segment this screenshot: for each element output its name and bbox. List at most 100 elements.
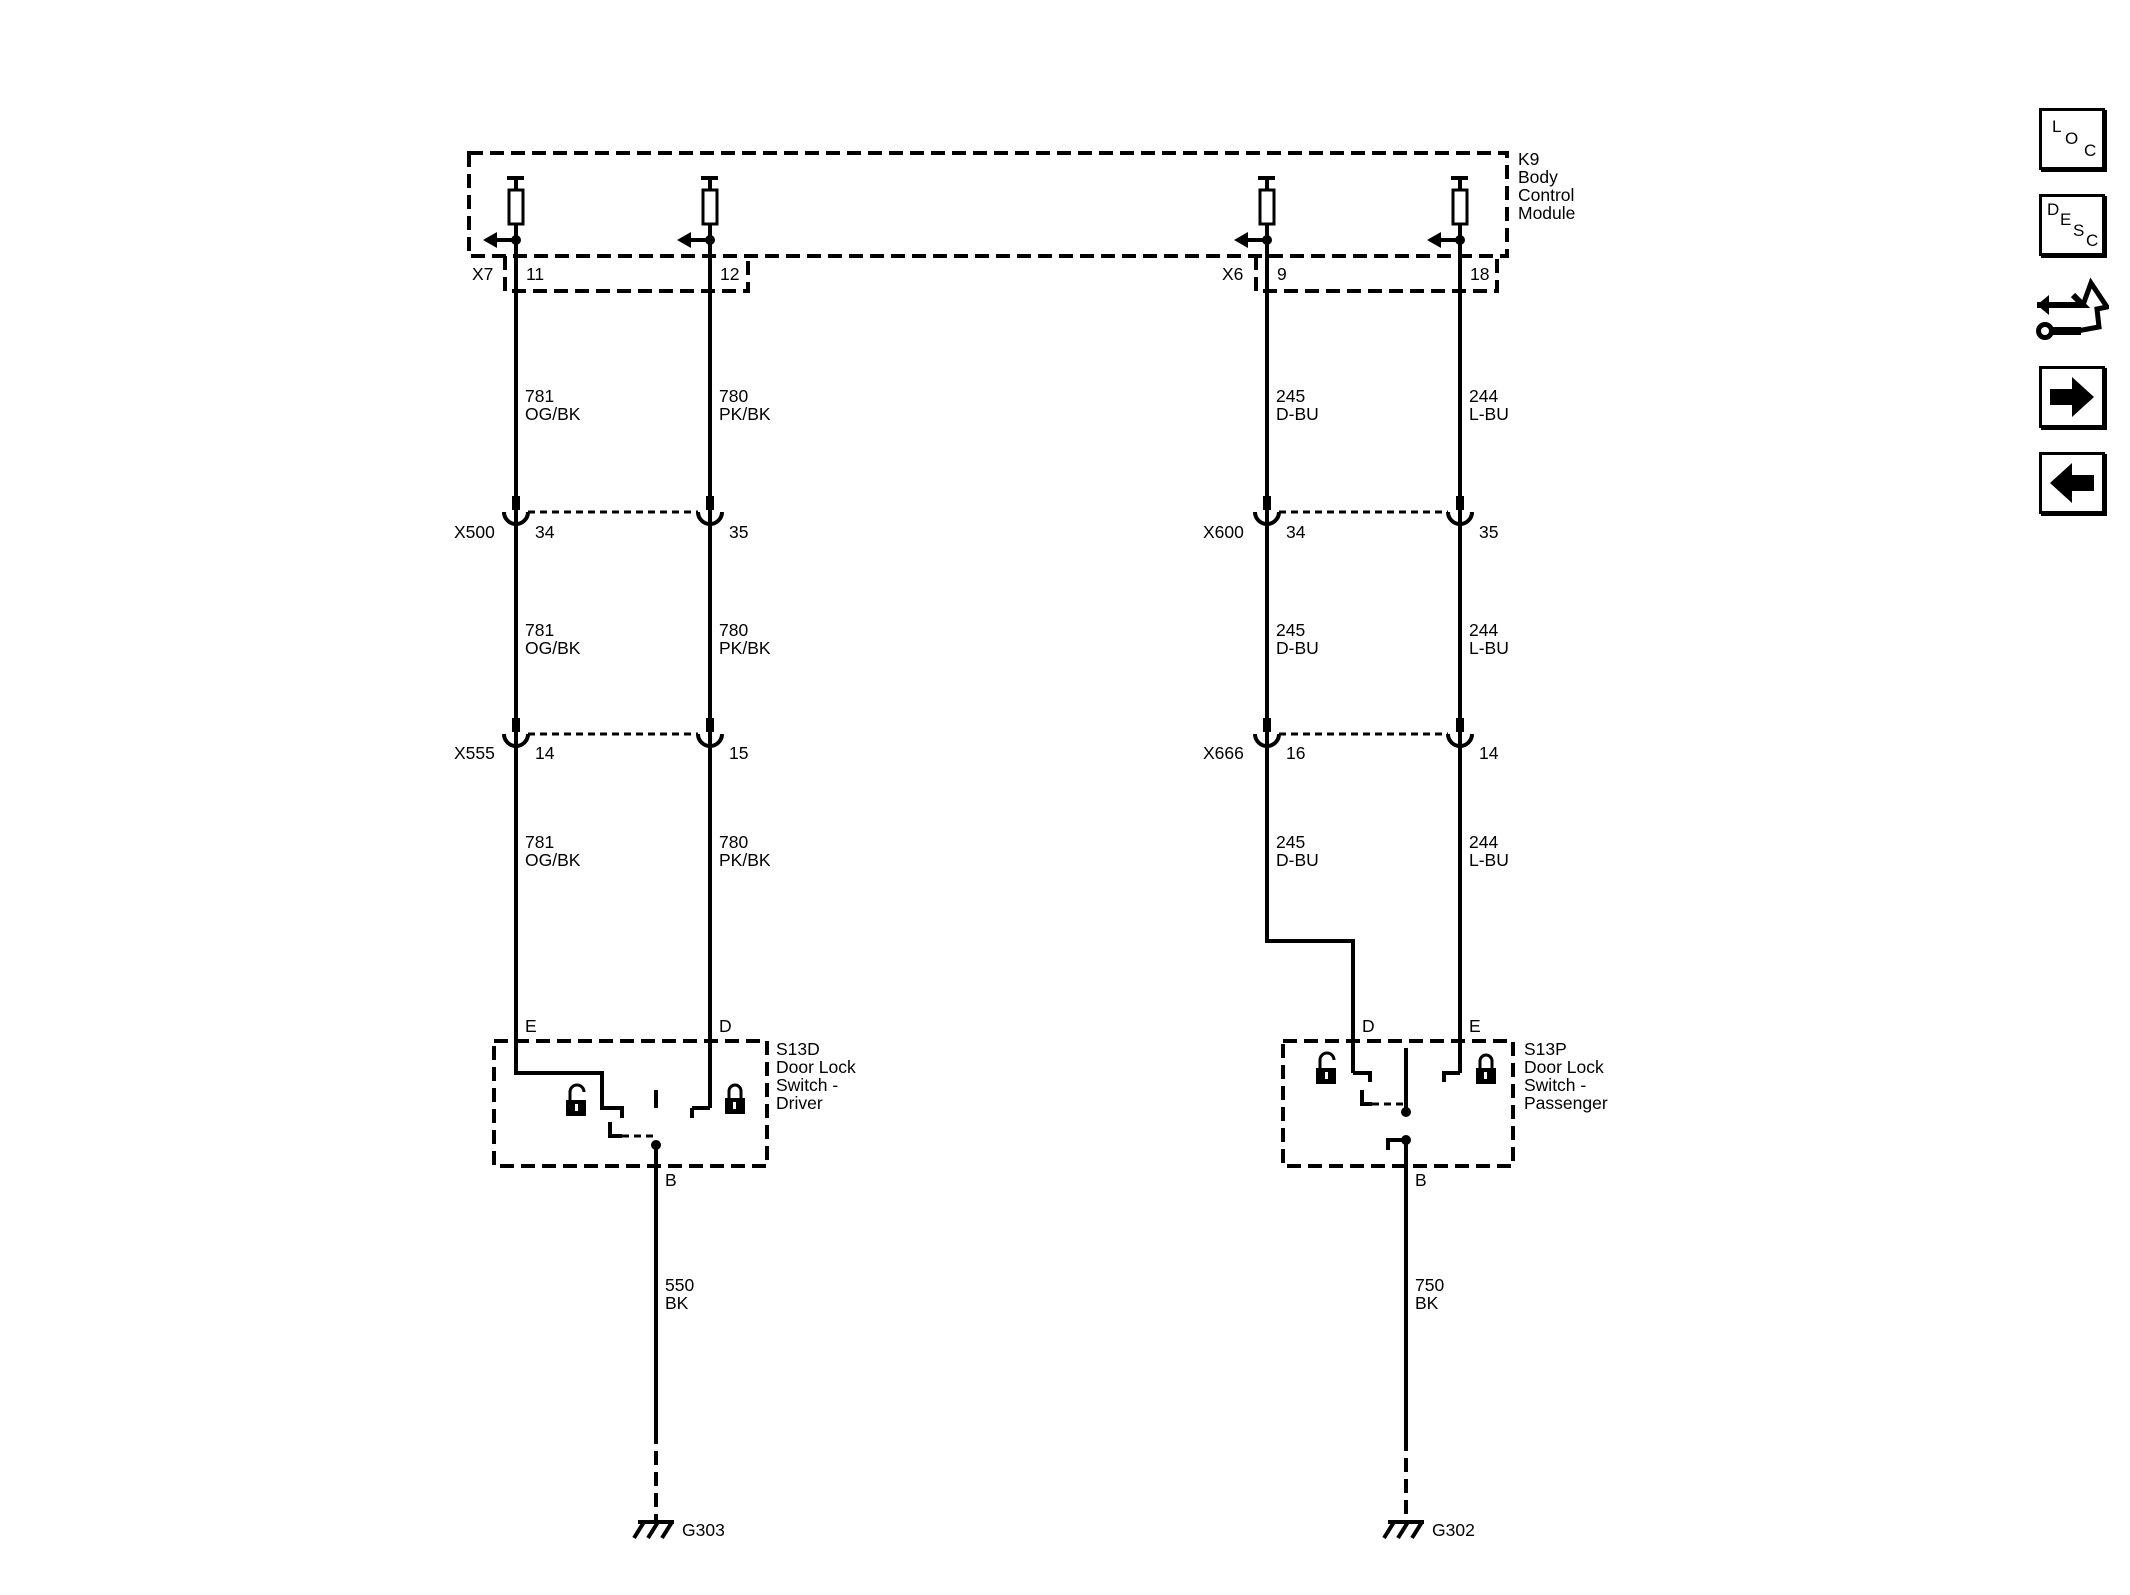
wire-245 — [1265, 240, 1355, 1073]
module-input-symbol — [483, 176, 525, 248]
ground-icon — [632, 1520, 674, 1540]
switch-pin-d: D — [1362, 1016, 1375, 1036]
switch-name-2: Switch - — [1524, 1075, 1586, 1095]
connector-x666-pin-16: 16 — [1286, 743, 1305, 763]
ground-icon — [1382, 1520, 1424, 1540]
desc-icon-letter: D — [2047, 200, 2060, 219]
switch-ref: S13D — [776, 1039, 820, 1059]
connector-x7-box — [503, 256, 750, 293]
module-ref: K9 — [1518, 149, 1539, 169]
switch-pin-e: E — [1469, 1016, 1481, 1036]
inline-connector-x500 — [502, 496, 724, 526]
previous-arrow-icon — [2050, 463, 2094, 503]
wire-245-color: D-BU — [1276, 850, 1319, 870]
connector-x666-pin-14: 14 — [1479, 743, 1499, 763]
inline-connector-x666 — [1253, 718, 1474, 748]
connector-x600-name: X600 — [1203, 522, 1244, 542]
driver-door-lock-switch: E D S13D Door Lock Switch - Driver B — [492, 1016, 856, 1190]
unlock-icon — [1316, 1051, 1336, 1084]
connector-x500-pin-35: 35 — [729, 522, 748, 542]
connector-x555-name: X555 — [454, 743, 495, 763]
wire-245-color: D-BU — [1276, 404, 1319, 424]
wire-781-circuit: 781 — [525, 832, 554, 852]
module-border — [467, 151, 1509, 258]
wire-244-color: L-BU — [1469, 404, 1509, 424]
loc-button[interactable]: L O C — [2039, 108, 2105, 170]
wire-780-circuit: 780 — [719, 386, 748, 406]
wire-550-circuit: 550 — [665, 1275, 694, 1295]
wire-781-color: OG/BK — [525, 638, 581, 658]
wire-244-color: L-BU — [1469, 638, 1509, 658]
connector-x7-pin-12: 12 — [720, 264, 739, 284]
switch-name-1: Door Lock — [1524, 1057, 1604, 1077]
wire-750-circuit: 750 — [1415, 1275, 1444, 1295]
desc-icon-letter: S — [2073, 221, 2085, 240]
wire-244-circuit: 244 — [1469, 620, 1498, 640]
tools-icon — [2036, 277, 2112, 340]
wire-780-circuit: 780 — [719, 620, 748, 640]
module-name-3: Module — [1518, 203, 1575, 223]
module-input-symbol — [1427, 176, 1469, 248]
inline-connector-x600 — [1253, 496, 1474, 526]
next-button[interactable] — [2039, 366, 2105, 428]
switch-name-2: Switch - — [776, 1075, 838, 1095]
switch-border — [492, 1039, 769, 1168]
switch-pin-b: B — [665, 1170, 677, 1190]
ground-g303: G303 — [682, 1520, 725, 1540]
inline-connector-x555 — [502, 718, 724, 748]
wire-245-circuit: 245 — [1276, 386, 1305, 406]
switch-name-3: Driver — [776, 1093, 823, 1113]
module-name-2: Control — [1518, 185, 1574, 205]
next-arrow-icon — [2050, 377, 2094, 417]
lock-icon — [725, 1083, 745, 1114]
wire-780-color: PK/BK — [719, 850, 771, 870]
wire-245-circuit: 245 — [1276, 832, 1305, 852]
connector-x6-box — [1254, 256, 1499, 293]
wire-781-circuit: 781 — [525, 386, 554, 406]
connector-x6-pin-9: 9 — [1277, 264, 1287, 284]
tools-button[interactable] — [2033, 275, 2112, 349]
wire-780-color: PK/BK — [719, 638, 771, 658]
wire-780-color: PK/BK — [719, 404, 771, 424]
switch-name-1: Door Lock — [776, 1057, 856, 1077]
wire-245-circuit: 245 — [1276, 620, 1305, 640]
wire-244-circuit: 244 — [1469, 386, 1498, 406]
desc-icon-letter: E — [2060, 210, 2072, 229]
switch-pin-b: B — [1415, 1170, 1427, 1190]
switch-border — [1281, 1039, 1515, 1168]
desc-button[interactable]: D E S C — [2039, 194, 2105, 256]
connector-x500-name: X500 — [454, 522, 495, 542]
switch-ref: S13P — [1524, 1039, 1567, 1059]
connector-x500-pin-34: 34 — [535, 522, 555, 542]
switch-pin-d: D — [719, 1016, 732, 1036]
connector-x600-pin-34: 34 — [1286, 522, 1306, 542]
connector-x555-pin-15: 15 — [729, 743, 748, 763]
unlock-icon — [566, 1083, 586, 1116]
wire-780-circuit: 780 — [719, 832, 748, 852]
ground-g302: G302 — [1432, 1520, 1475, 1540]
wire-750-color: BK — [1415, 1293, 1439, 1313]
wire-245-color: D-BU — [1276, 638, 1319, 658]
connector-x7-name: X7 — [472, 264, 493, 284]
connector-x666-name: X666 — [1203, 743, 1244, 763]
body-control-module: K9 Body Control Module — [467, 149, 1575, 258]
loc-icon-letter: O — [2065, 129, 2079, 148]
loc-icon-letter: L — [2052, 117, 2062, 136]
loc-icon-letter: C — [2084, 141, 2097, 160]
switch-name-3: Passenger — [1524, 1093, 1608, 1113]
switch-pin-e: E — [525, 1016, 537, 1036]
wire-781-color: OG/BK — [525, 850, 581, 870]
desc-icon-letter: C — [2086, 231, 2099, 250]
connector-x6-pin-18: 18 — [1470, 264, 1489, 284]
wire-244-circuit: 244 — [1469, 832, 1498, 852]
lock-icon — [1476, 1053, 1496, 1084]
wire-781-color: OG/BK — [525, 404, 581, 424]
previous-button[interactable] — [2039, 452, 2105, 514]
wire-550-color: BK — [665, 1293, 689, 1313]
wire-781-circuit: 781 — [525, 620, 554, 640]
wire-244-color: L-BU — [1469, 850, 1509, 870]
connector-x555-pin-14: 14 — [535, 743, 555, 763]
connector-x7-pin-11: 11 — [526, 264, 544, 284]
connector-x6-name: X6 — [1222, 264, 1243, 284]
